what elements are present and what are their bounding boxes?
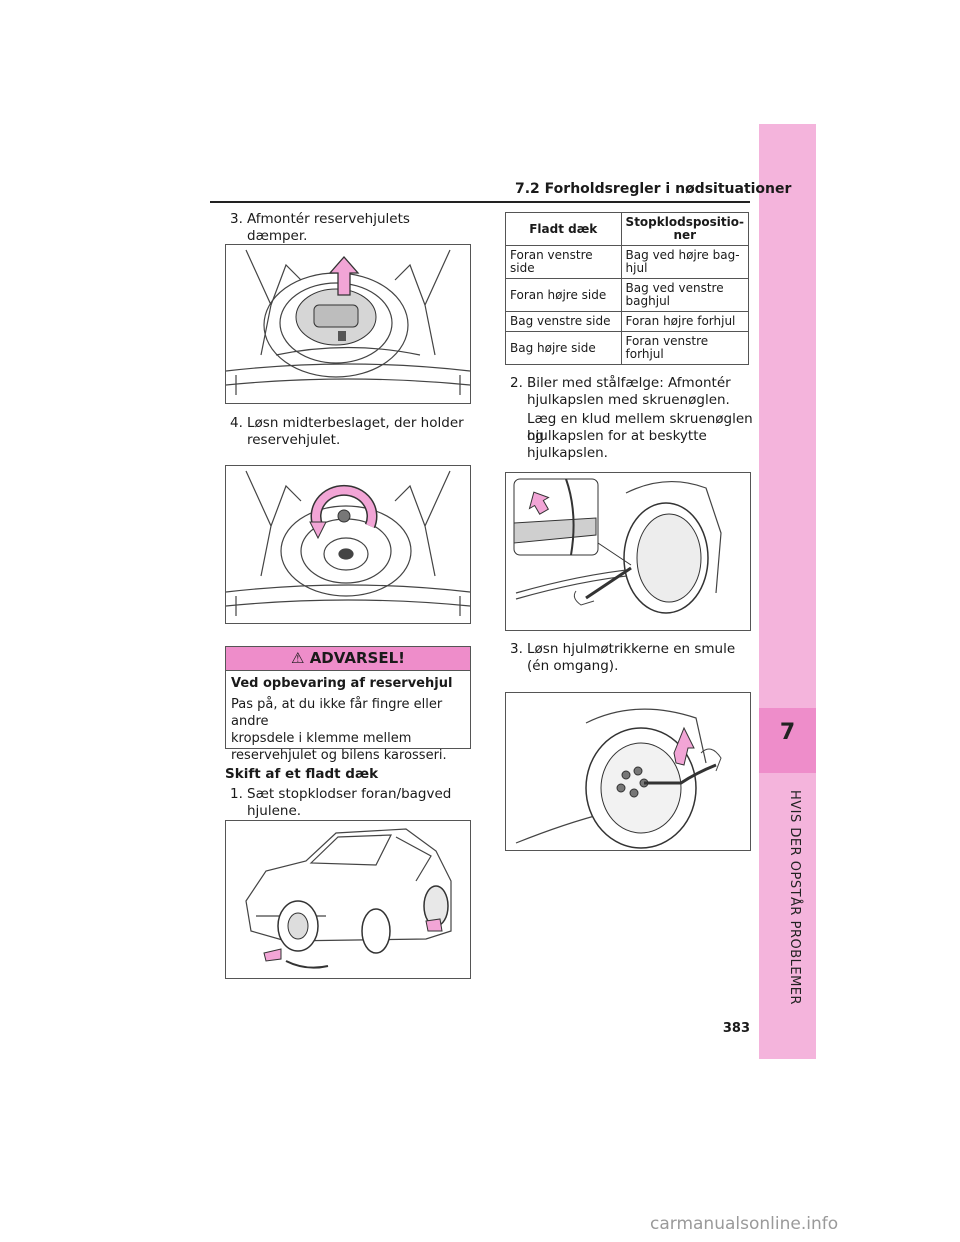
- warning-subtitle: Ved opbevaring af reservehjul: [231, 676, 453, 691]
- chapter-tab: [759, 124, 816, 1059]
- table-cell: Bag venstre side: [505, 311, 622, 332]
- section-heading: 7.2 Forholdsregler i nødsituationer: [515, 181, 792, 197]
- chock-position-table: Fladt dæk Stopklodspositio- ner Foran ve…: [505, 212, 750, 365]
- page-number: 383: [722, 1021, 750, 1036]
- step-1-wheel-chocks: 1. Sæt stopklodser foran/bagved hjulene.: [230, 786, 452, 819]
- step-3-remove-damper: 3. Afmontér reservehjulets dæmper.: [230, 211, 410, 244]
- table-cell: Bag højre side: [505, 331, 622, 365]
- table-row: Foran højre side Bag ved venstre baghjul: [505, 278, 750, 312]
- warning-box: ⚠ ADVARSEL! Ved opbevaring af reservehju…: [225, 646, 471, 763]
- watermark: carmanualsonline.info: [650, 1214, 839, 1234]
- header-rule: [210, 201, 750, 203]
- step-3-loosen-nuts: 3. Løsn hjulmøtrikkerne en smule (én omg…: [510, 641, 736, 674]
- table-cell: Bag ved højre bag- hjul: [620, 245, 750, 279]
- table-cell: Foran venstre forhjul: [620, 331, 750, 365]
- table-row: Bag højre side Foran venstre forhjul: [505, 331, 750, 365]
- table-cell: Bag ved venstre baghjul: [620, 278, 750, 312]
- table-row: Foran venstre side Bag ved højre bag- hj…: [505, 245, 750, 279]
- table-header-cell: Fladt dæk: [505, 212, 622, 246]
- illustration-loosen-center-bracket: [225, 465, 471, 624]
- chapter-title: HVIS DER OPSTÅR PROBLEMER: [787, 790, 802, 1006]
- chapter-tab-highlight: [759, 708, 816, 773]
- warning-text: Pas på, at du ikke får fingre eller andr…: [231, 697, 447, 763]
- table-header-row: Fladt dæk Stopklodspositio- ner: [505, 212, 750, 246]
- step-4-loosen-bracket: 4. Løsn midterbeslaget, der holder reser…: [230, 415, 464, 448]
- warning-title: ADVARSEL!: [309, 649, 405, 667]
- table-cell: Foran højre side: [505, 278, 622, 312]
- table-cell: Foran højre forhjul: [620, 311, 750, 332]
- illustration-spare-wheel-damper: [225, 244, 471, 404]
- table-row: Bag venstre side Foran højre forhjul: [505, 311, 750, 332]
- warning-triangle-icon: ⚠: [291, 649, 305, 667]
- table-cell: Foran venstre side: [505, 245, 622, 279]
- chapter-number: 7: [779, 720, 796, 745]
- subheading-flat-tire: Skift af et fladt dæk: [225, 766, 379, 782]
- table-header-cell: Stopklodspositio- ner: [620, 212, 750, 246]
- step-2-remove-hubcap: 2. Biler med stålfælge: Afmontér hjulkap…: [510, 375, 753, 461]
- illustration-loosen-wheel-nuts: [505, 692, 751, 851]
- warning-header: ⚠ ADVARSEL!: [226, 647, 470, 671]
- illustration-wheel-chocks: [225, 820, 471, 979]
- illustration-hubcap-removal: [505, 472, 751, 631]
